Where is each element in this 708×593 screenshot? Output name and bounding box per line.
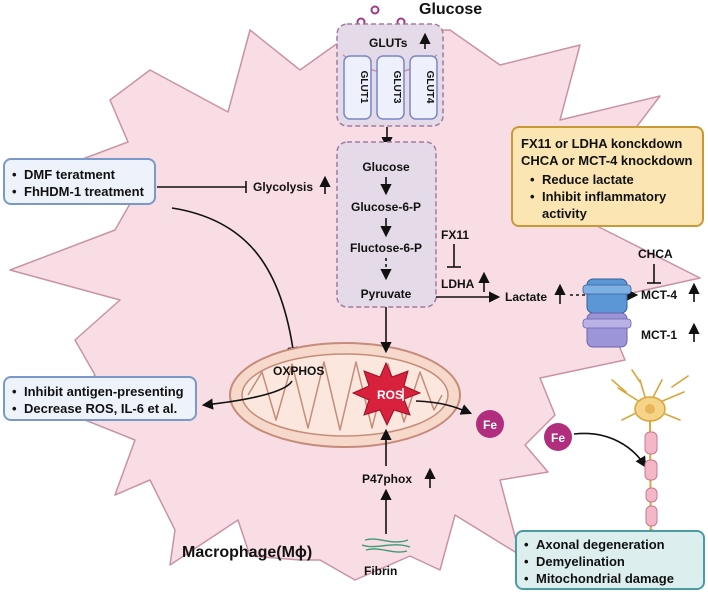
treatment-item: FhHDM-1 treatment	[11, 183, 148, 200]
glut1-transporter: GLUT1	[343, 55, 372, 120]
knockdown-effect-item: Inhibit inflammatory activity	[529, 188, 694, 222]
glut1-label: GLUT1	[358, 71, 369, 104]
arrow-oxphos-to-antigen-box	[201, 380, 293, 410]
glucose-molecules	[356, 5, 406, 27]
ros-burst: ROS	[351, 361, 422, 427]
neuron-damage-item: Axonal degeneration	[523, 536, 697, 553]
chca-label: CHCA	[638, 247, 673, 261]
mitochondrion	[229, 342, 461, 448]
arrow-ros-to-fe	[415, 400, 473, 415]
glut3-transporter: GLUT3	[376, 55, 405, 120]
knockdown-heading-1: FX11 or LDHA konckdown	[521, 136, 683, 151]
neuron-damage-item: Mitochondrial damage	[523, 570, 697, 587]
arrow-fe-to-neuron	[573, 432, 647, 468]
inhibition-bar-treatment	[157, 181, 247, 193]
pathway-fluctose-6-p: Fluctose-6-P	[350, 241, 422, 255]
knockdown-heading-2: CHCA or MCT-4 knockdown	[521, 153, 693, 168]
knockdown-effect-item: Reduce lactate	[529, 171, 694, 188]
pathway-glucose: Glucose	[362, 160, 410, 174]
fe-ion-outer: Fe	[544, 423, 572, 451]
lactate-label: Lactate	[505, 290, 547, 304]
fibrin-label: Fibrin	[364, 564, 397, 578]
fe-label: Fe	[483, 418, 497, 432]
fe-label: Fe	[551, 431, 565, 445]
glut3-label: GLUT3	[391, 71, 402, 104]
mct1-label: MCT-1	[641, 328, 677, 342]
antigen-effects-box: Inhibit antigen-presenting Decrease ROS,…	[3, 376, 197, 421]
antigen-effect-item: Inhibit antigen-presenting	[11, 383, 189, 400]
glycolysis-label: Glycolysis	[253, 180, 313, 194]
antigen-effect-item: Decrease ROS, IL-6 et al.	[11, 400, 189, 417]
gluts-label: GLUTs	[369, 36, 408, 50]
inhibition-bar-chca	[647, 264, 661, 284]
glucose-title: Glucose	[419, 1, 482, 18]
fe-ion-inner: Fe	[476, 410, 504, 438]
neuron-body	[634, 396, 666, 422]
neuron-damage-item: Demyelination	[523, 553, 697, 570]
glut4-transporter: GLUT4	[409, 55, 438, 120]
ldha-label: LDHA	[441, 277, 475, 291]
pathway-pyruvate: Pyruvate	[361, 287, 412, 301]
treatment-item: DMF teratment	[11, 166, 148, 183]
treatment-box: DMF teratment FhHDM-1 treatment	[3, 158, 156, 205]
glut4-label: GLUT4	[424, 71, 435, 104]
p47phox-label: P47phox	[362, 472, 412, 486]
lactate-knockdown-box: FX11 or LDHA konckdown CHCA or MCT-4 kno…	[511, 126, 704, 227]
fx11-label: FX11	[441, 228, 469, 242]
mct4-transporter	[582, 278, 632, 314]
neuron-damage-box: Axonal degeneration Demyelination Mitoch…	[515, 530, 705, 590]
macrophage-label: Macrophage(Mϕ)	[182, 544, 312, 561]
mct4-label: MCT-4	[641, 288, 677, 302]
fibrin-fibers	[361, 538, 411, 553]
inhibition-bar-fx11	[447, 244, 461, 268]
arrow-treatment-to-oxphos	[171, 207, 299, 359]
ros-label: ROS	[377, 388, 403, 402]
oxphos-label: OXPHOS	[273, 364, 324, 378]
pathway-glucose-6-p: Glucose-6-P	[351, 200, 421, 214]
mct1-transporter	[582, 312, 632, 348]
